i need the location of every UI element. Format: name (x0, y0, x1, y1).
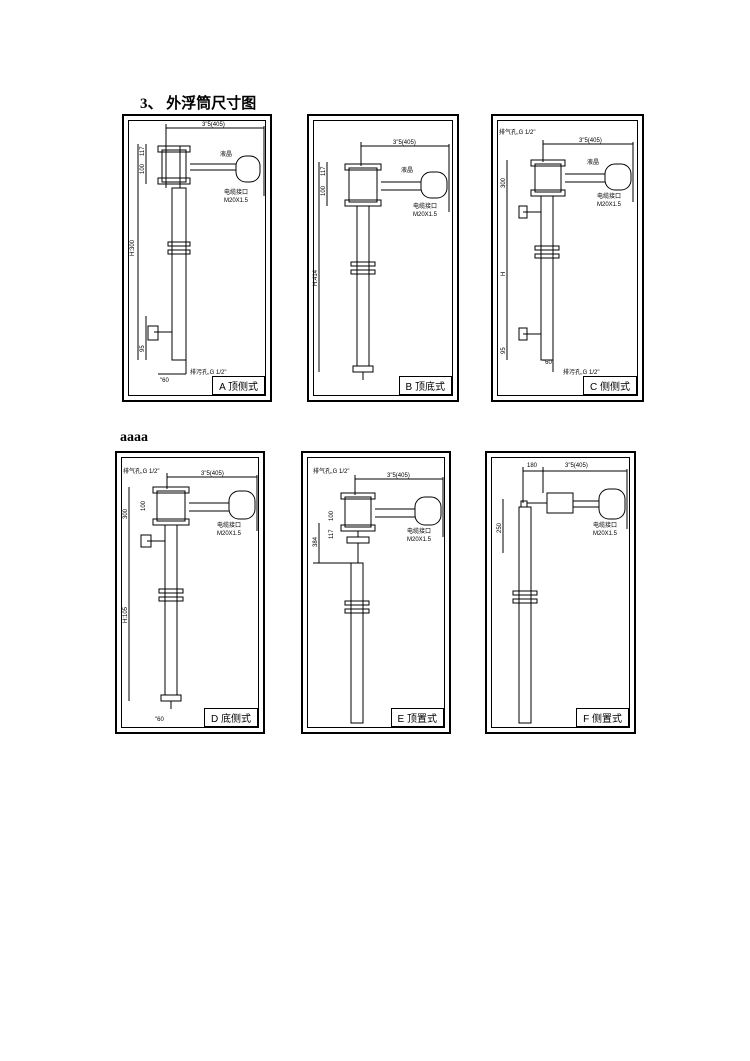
thread-label-e: M20X1.5 (407, 537, 432, 543)
display-label-a: 液晶 (220, 150, 232, 158)
dim-60-c: "60 (543, 360, 552, 366)
caption-c: C 侧侧式 (583, 376, 637, 395)
caption-b: B 顶底式 (398, 376, 452, 395)
cable-label-f: 电缆接口 (593, 521, 617, 529)
dim-117-a: 117 (140, 146, 146, 156)
dim-95-c: 95 (501, 347, 507, 354)
panel-a: 3"5(405) 液晶 电缆接口 M20X1.5 排污孔,G 1/2" "60 … (122, 114, 272, 402)
drain-label-c: 排污孔,G 1/2" (563, 368, 599, 376)
h-label-d: H:105 (123, 606, 129, 623)
dim-117-b: 117 (321, 166, 327, 176)
panel-f: 180 3"5(405) 电缆接口 M20X1.5 250 F 侧置式 (485, 451, 636, 734)
thread-label-b: M20X1.5 (413, 212, 438, 218)
cable-label-b: 电缆接口 (413, 202, 437, 210)
display-label-b: 液晶 (401, 166, 413, 174)
cable-label-e: 电缆接口 (407, 527, 431, 535)
dim-top-e: 3"5(405) (387, 473, 410, 479)
dim-95-a: 95 (140, 345, 146, 352)
thread-label-a: M20X1.5 (224, 198, 249, 204)
drawing-a: 3"5(405) 液晶 电缆接口 M20X1.5 排污孔,G 1/2" "60 … (130, 122, 265, 384)
thread-label-d: M20X1.5 (217, 531, 242, 537)
dim-100-e: 100 (329, 510, 335, 521)
panel-b: 3"5(405) 液晶 电缆接口 M20X1.5 H:414 100 117 B… (307, 114, 459, 402)
dim-top-b: 3"5(405) (393, 140, 416, 146)
dim-100-b: 100 (321, 185, 327, 196)
vent-label-c: 排气孔,G 1/2" (499, 128, 535, 136)
cable-label-d: 电缆接口 (217, 521, 241, 529)
dim-300-c: 300 (501, 177, 507, 188)
caption-a: A 顶侧式 (212, 376, 265, 395)
h-label-f: 250 (497, 522, 503, 533)
h-label-c: H (501, 272, 507, 276)
thread-label-c: M20X1.5 (597, 202, 622, 208)
dim-100-d: 100 (141, 500, 147, 511)
subheading: aaaa (120, 430, 148, 445)
dim-100-a: 100 (140, 163, 146, 174)
dim-300-d: 300 (123, 508, 129, 519)
panel-e: 排气孔,G 1/2" 3"5(405) 电缆接口 M20X1.5 384 100… (301, 451, 451, 734)
caption-d: D 底侧式 (204, 708, 258, 727)
dim-top-d: 3"5(405) (201, 471, 224, 477)
dim-top-f: 3"5(405) (565, 463, 588, 469)
dim-60-a: "60 (160, 378, 169, 384)
dim-top-c: 3"5(405) (579, 138, 602, 144)
h-label-e: 384 (313, 536, 319, 547)
dim-117-e: 117 (329, 529, 335, 539)
drawing-e: 排气孔,G 1/2" 3"5(405) 电缆接口 M20X1.5 384 100… (313, 467, 444, 724)
display-label-c: 液晶 (587, 158, 599, 166)
vent-label-d: 排气孔,G 1/2" (123, 467, 159, 475)
h-label-b: H:414 (313, 269, 319, 286)
drawing-b: 3"5(405) 液晶 电缆接口 M20X1.5 H:414 100 117 (313, 140, 450, 380)
dim-180-f: 180 (527, 463, 538, 469)
page-heading: 3、 外浮筒尺寸图 (140, 96, 257, 112)
caption-e: E 顶置式 (390, 708, 444, 727)
dim-top-a: 3"5(405) (202, 122, 225, 128)
drawing-c: 排气孔,G 1/2" 3"5(405) 液晶 电缆接口 M20X1.5 排污孔,… (499, 128, 634, 376)
thread-label-f: M20X1.5 (593, 531, 618, 537)
vent-label-e: 排气孔,G 1/2" (313, 467, 349, 475)
cable-label-a: 电缆接口 (224, 188, 248, 196)
dim-60-d: "60 (155, 717, 164, 723)
panel-c: 排气孔,G 1/2" 3"5(405) 液晶 电缆接口 M20X1.5 排污孔,… (491, 114, 644, 402)
cable-label-c: 电缆接口 (597, 192, 621, 200)
panel-d: 排气孔,G 1/2" 3"5(405) 电缆接口 M20X1.5 "60 H:1… (115, 451, 265, 734)
caption-f: F 侧置式 (576, 708, 629, 727)
drain-label-a: 排污孔,G 1/2" (190, 368, 226, 376)
drawing-f: 180 3"5(405) 电缆接口 M20X1.5 250 (497, 463, 628, 724)
drawing-d: 排气孔,G 1/2" 3"5(405) 电缆接口 M20X1.5 "60 H:1… (123, 467, 258, 723)
h-label-a: H:300 (130, 239, 136, 256)
